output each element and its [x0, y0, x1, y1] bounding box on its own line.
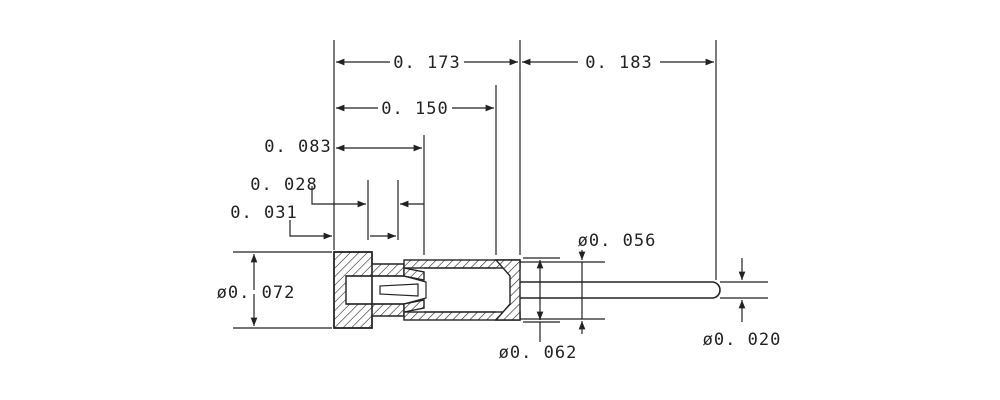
dim-0150: 0. 150: [336, 99, 494, 119]
dim-0028-label: 0. 028: [250, 175, 317, 195]
socket-body: [333, 251, 521, 329]
dia-0020: ø0. 020: [703, 258, 782, 350]
dia-0062: ø0. 062: [499, 260, 578, 363]
dim-0083-label: 0. 083: [264, 137, 331, 157]
dim-0150-label: 0. 150: [381, 99, 448, 119]
dim-0173: 0. 173: [336, 53, 518, 73]
dia-0062-label: ø0. 062: [499, 343, 578, 363]
dia-0020-label: ø0. 020: [703, 330, 782, 350]
dim-0028: 0. 028: [250, 175, 424, 208]
dim-0031: 0. 031: [230, 203, 396, 240]
dia-0072-label: ø0. 072: [217, 283, 296, 303]
dia-0056-label: ø0. 056: [578, 231, 657, 251]
dim-0031-label: 0. 031: [230, 203, 297, 223]
dia-0056: ø0. 056: [578, 231, 657, 334]
dim-0173-label: 0. 173: [393, 53, 460, 73]
dim-0183: 0. 183: [522, 53, 714, 73]
dim-0183-label: 0. 183: [585, 53, 652, 73]
dim-0083: 0. 083: [264, 137, 422, 157]
dia-0072: ø0. 072: [217, 254, 296, 326]
tail-pin: [520, 281, 721, 299]
